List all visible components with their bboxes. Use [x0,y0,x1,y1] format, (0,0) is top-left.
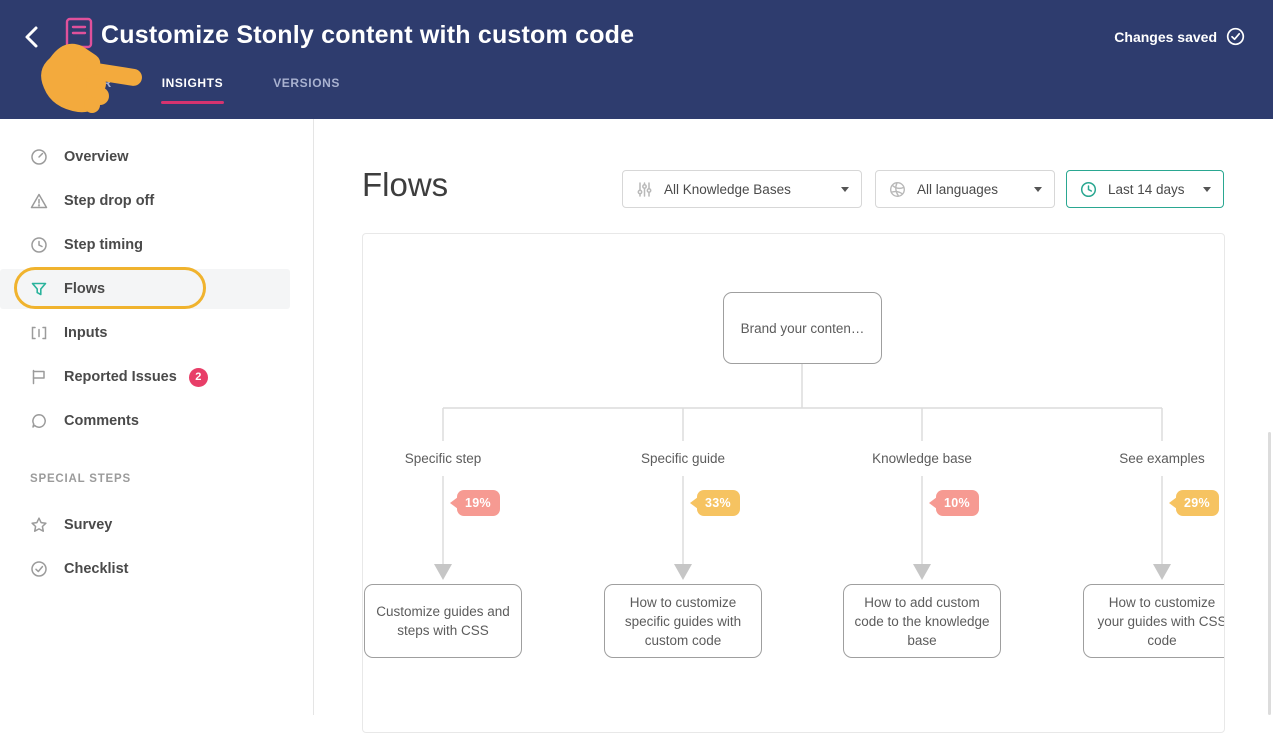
app-header: Customize Stonly content with custom cod… [0,0,1273,119]
back-button[interactable] [20,24,46,50]
tab-versions[interactable]: VERSIONS [273,76,341,90]
sidebar-item-label: Checklist [64,561,129,577]
badge-pointer [450,497,458,509]
flow-leaf-node[interactable]: How to customize your guides with CSS co… [1083,584,1224,658]
filter-value: Last 14 days [1108,181,1185,197]
chevron-down-icon [1203,186,1211,192]
sidebar-item-overview[interactable]: Overview [0,137,290,177]
sidebar-item-label: Flows [64,281,106,297]
flow-diagram-panel: Brand your conten… Specific step Specifi… [362,233,1225,733]
sidebar-item-flows[interactable]: Flows [0,267,290,309]
issues-count-badge: 2 [188,367,208,387]
chevron-down-icon [841,186,849,192]
sidebar-item-label: Survey [64,517,113,533]
language-filter[interactable]: All languages [875,170,1055,208]
globe-icon [889,181,906,198]
save-status-label: Changes saved [1114,28,1217,45]
flow-connector-lines [434,364,1171,580]
scrollbar-thumb[interactable] [1268,432,1271,715]
funnel-icon [30,280,48,298]
check-circle-icon [1226,27,1245,46]
input-field-icon [30,324,48,342]
save-status: Changes saved [1114,27,1245,46]
flow-leaf-node[interactable]: Customize guides and steps with CSS [364,584,522,658]
percentage-badge: 33% [690,490,740,516]
sidebar-section-special-steps: SPECIAL STEPS [30,473,131,485]
warning-triangle-icon [30,192,48,210]
gauge-icon [30,148,48,166]
percentage-badge: 29% [1169,490,1219,516]
sidebar-item-inputs[interactable]: Inputs [0,313,290,353]
comment-icon [30,412,48,430]
clock-icon [30,236,48,254]
sidebar-item-checklist[interactable]: Checklist [0,549,290,589]
filter-value: All Knowledge Bases [664,181,791,197]
star-icon [30,516,48,534]
sidebar-item-label: Inputs [64,325,108,341]
sidebar-item-label: Step drop off [64,193,155,209]
sliders-icon [636,181,653,198]
sidebar-item-reported-issues[interactable]: Reported Issues 2 [0,357,290,397]
sidebar-item-label: Step timing [64,237,143,253]
date-range-filter[interactable]: Last 14 days [1066,170,1224,208]
flag-icon [30,368,48,386]
sidebar-item-comments[interactable]: Comments [0,401,290,441]
badge-pointer [690,497,698,509]
filter-value: All languages [917,181,999,197]
knowledge-base-filter[interactable]: All Knowledge Bases [622,170,862,208]
branch-label: Specific guide [640,451,726,466]
section-heading: Flows [362,166,449,203]
guide-document-icon [64,16,94,50]
clock-icon [1080,181,1097,198]
badge-pointer [929,497,937,509]
flow-leaf-node[interactable]: How to customize specific guides with cu… [604,584,762,658]
branch-label: See examples [1119,451,1205,466]
check-circle-icon [30,560,48,578]
sidebar: Overview Step drop off Step timing Flows… [0,119,314,715]
tab-editor[interactable]: EDITOR [63,76,112,90]
branch-label: Specific step [404,451,482,466]
sidebar-item-survey[interactable]: Survey [0,505,290,545]
header-tabs: EDITOR INSIGHTS VERSIONS [63,76,340,104]
sidebar-item-label: Reported Issues [64,369,177,385]
page-title: Customize Stonly content with custom cod… [101,21,635,49]
tab-insights[interactable]: INSIGHTS [160,76,225,104]
sidebar-item-label: Comments [64,413,139,429]
flow-root-node[interactable]: Brand your conten… [723,292,882,364]
sidebar-item-step-drop-off[interactable]: Step drop off [0,181,290,221]
sidebar-item-step-timing[interactable]: Step timing [0,225,290,265]
branch-label: Knowledge base [872,451,972,466]
badge-pointer [1169,497,1177,509]
percentage-badge: 19% [450,490,500,516]
percentage-badge: 10% [929,490,979,516]
flow-leaf-node[interactable]: How to add custom code to the knowledge … [843,584,1001,658]
chevron-down-icon [1034,186,1042,192]
sidebar-item-label: Overview [64,149,129,165]
